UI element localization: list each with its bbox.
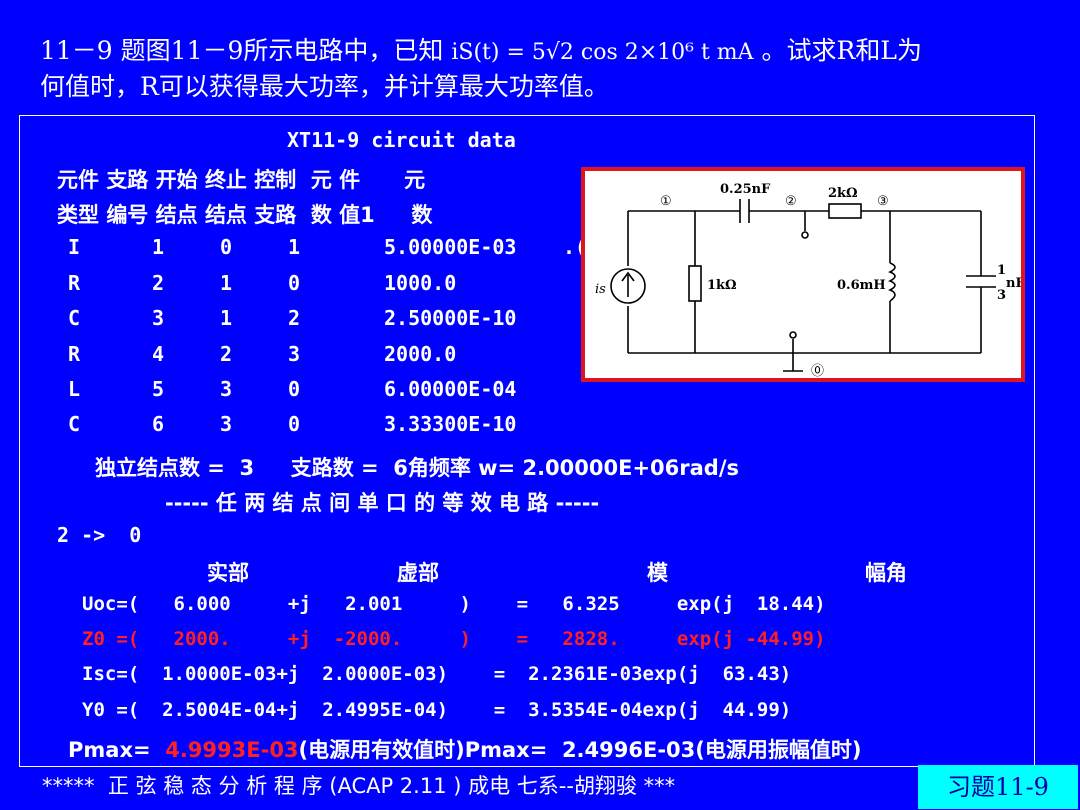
problem-prefix: 11－9 题图11－9所示电路中，已知: [40, 36, 444, 65]
header-row-2: 类型 编号 结点 结点 支路 数 值1 数: [57, 203, 433, 227]
uoc-line: Uoc=( 6.000 +j 2.001 ) = 6.325 exp(j 18.…: [82, 593, 826, 615]
table-cell: 2: [220, 342, 233, 366]
col-mag: 模: [647, 561, 668, 585]
table-cell: 6.00000E-04: [384, 377, 517, 401]
source-label: is: [595, 282, 606, 297]
inductor: [888, 262, 896, 302]
port-nodes: 2 -> 0: [57, 523, 142, 547]
isc-line: Isc=( 1.0000E-03+j 2.0000E-03) = 2.2361E…: [82, 663, 792, 685]
problem-statement: 11－9 题图11－9所示电路中，已知 iS(t) = 5√2 cos 2×10…: [40, 34, 1050, 104]
pmax-rest: (电源用有效值时)Pmax= 2.4996E-03(电源用振幅值时): [298, 738, 862, 762]
circuit-diagram: ① ② ③ ⓪ 0.25nF 2kΩ 1kΩ 0.6mH 1 3 nF is: [581, 167, 1025, 382]
table-cell: R: [68, 271, 81, 295]
source-formula: iS(t) = 5√2 cos 2×10⁶ t mA: [451, 40, 754, 65]
output-title: XT11-9 circuit data: [287, 128, 516, 152]
table-cell: 2: [288, 306, 301, 330]
res-series-label: 2kΩ: [828, 186, 858, 201]
z0-line: Z0 =( 2000. +j -2000. ) = 2828. exp(j -4…: [82, 628, 826, 650]
table-cell: 1: [288, 235, 301, 259]
exercise-badge: 习题11-9: [918, 765, 1078, 809]
node-1-label: ①: [660, 194, 672, 209]
program-output-panel: [19, 115, 1035, 767]
table-cell: I: [68, 235, 81, 259]
cap2-den: 3: [997, 288, 1006, 303]
cap1-label: 0.25nF: [720, 182, 771, 197]
table-cell: 3: [288, 342, 301, 366]
header-row-1: 元件 支路 开始 终止 控制 元 件 元: [57, 168, 426, 192]
col-real: 实部: [207, 561, 249, 585]
table-cell: 0: [288, 377, 301, 401]
table-cell: 0: [288, 412, 301, 436]
node-0-label: ⓪: [811, 364, 824, 378]
cap2-unit: nF: [1006, 276, 1021, 291]
table-cell: 1: [152, 235, 165, 259]
pmax-value: 4.9993E-03: [165, 738, 299, 762]
resistor-1k: [688, 265, 702, 302]
table-cell: 1000.0: [384, 271, 457, 295]
equiv-title: ----- 任 两 结 点 间 单 口 的 等 效 电 路 -----: [165, 491, 600, 515]
footer-line: ***** 正 弦 稳 态 分 析 程 序 (ACAP 2.11 ) 成电 七系…: [42, 774, 676, 798]
table-cell: 4: [152, 342, 165, 366]
table-cell: C: [68, 306, 81, 330]
table-cell: 1: [220, 271, 233, 295]
table-cell: 3: [152, 306, 165, 330]
table-cell: 0: [220, 235, 233, 259]
inductor-label: 0.6mH: [837, 278, 886, 293]
node-2-label: ②: [785, 194, 797, 209]
col-angle: 幅角: [865, 561, 907, 585]
table-cell: 3.33300E-10: [384, 412, 517, 436]
problem-line-1: 11－9 题图11－9所示电路中，已知 iS(t) = 5√2 cos 2×10…: [40, 34, 1050, 70]
table-cell: L: [68, 377, 81, 401]
table-cell: 1: [220, 306, 233, 330]
table-cell: 6: [152, 412, 165, 436]
table-cell: R: [68, 342, 81, 366]
table-cell: 5.00000E-03: [384, 235, 517, 259]
table-cell: 3: [220, 377, 233, 401]
node-3-label: ③: [877, 194, 889, 209]
table-cell: 0: [288, 271, 301, 295]
table-cell: 5: [152, 377, 165, 401]
table-cell: 3: [220, 412, 233, 436]
summary-line: 独立结点数 = 3 支路数 = 6角频率 w= 2.00000E+06rad/s: [95, 456, 739, 480]
problem-line-2: 何值时，R可以获得最大功率，并计算最大功率值。: [40, 72, 609, 101]
pmax-line: Pmax= 4.9993E-03(电源用有效值时)Pmax= 2.4996E-0…: [68, 734, 861, 764]
y0-line: Y0 =( 2.5004E-04+j 2.4995E-04) = 3.5354E…: [82, 699, 792, 721]
problem-suffix: 。试求R和L为: [761, 36, 922, 65]
table-cell: C: [68, 412, 81, 436]
table-cell: 2.50000E-10: [384, 306, 517, 330]
circuit-svg: ① ② ③ ⓪ 0.25nF 2kΩ 1kΩ 0.6mH 1 3 nF is: [595, 182, 1025, 379]
current-source: [610, 268, 646, 304]
res-shunt-label: 1kΩ: [707, 278, 737, 293]
pmax-label: Pmax=: [68, 738, 151, 762]
col-imag: 虚部: [397, 561, 439, 585]
table-cell: 2: [152, 271, 165, 295]
table-cell: 2000.0: [384, 342, 457, 366]
cap2-num: 1: [997, 263, 1006, 278]
resistor-2k: [828, 203, 862, 219]
